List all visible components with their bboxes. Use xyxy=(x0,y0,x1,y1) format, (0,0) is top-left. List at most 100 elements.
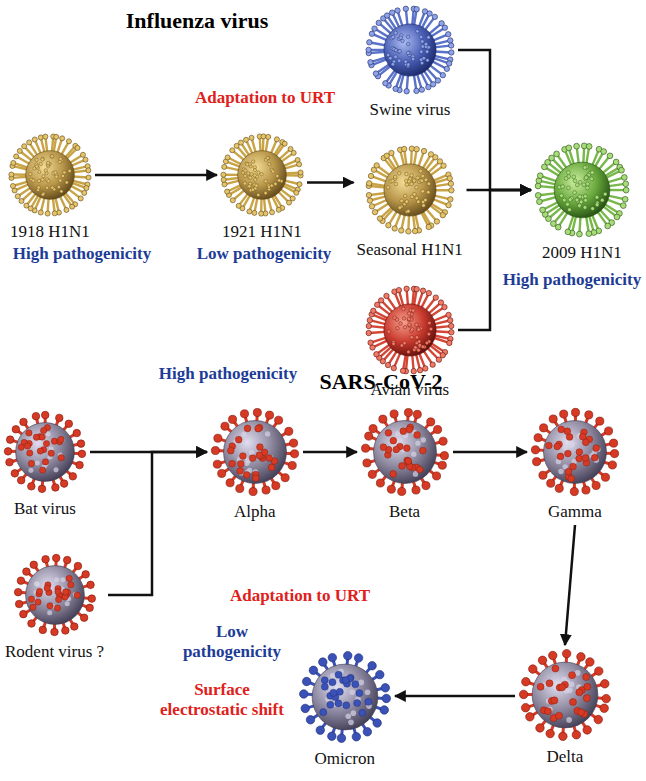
virus-part xyxy=(566,171,570,175)
virus-part xyxy=(519,649,610,740)
virus-part xyxy=(35,158,38,161)
virus-part xyxy=(291,150,296,155)
virus-part xyxy=(539,471,547,479)
virus-part xyxy=(411,309,415,313)
virus-part xyxy=(268,162,271,165)
virus-part xyxy=(42,175,45,178)
virus-part xyxy=(406,51,410,55)
virus-part xyxy=(363,459,371,467)
virus-part xyxy=(319,658,327,666)
virus-part xyxy=(412,228,417,233)
virus-part xyxy=(595,203,599,207)
virus-part xyxy=(264,180,267,183)
virus-part xyxy=(397,59,401,63)
virus-part xyxy=(608,189,626,191)
virus-part xyxy=(249,176,252,179)
virus-part xyxy=(59,157,62,160)
virus-part xyxy=(418,343,422,347)
virus-part xyxy=(4,448,12,456)
virus-part xyxy=(387,297,396,311)
virus-part xyxy=(384,293,389,298)
virus-part xyxy=(568,214,574,231)
virus-part xyxy=(72,175,87,178)
virus-part xyxy=(276,207,281,212)
virus-part xyxy=(259,211,264,216)
virus-part xyxy=(419,87,424,92)
virus-part xyxy=(15,600,23,608)
virus-part xyxy=(407,63,411,67)
evolution-arrow xyxy=(108,452,207,595)
virus-part xyxy=(424,42,428,46)
virus-part xyxy=(48,450,54,456)
virus-part xyxy=(398,11,403,27)
virus-part xyxy=(65,601,70,606)
virus-part xyxy=(393,446,400,453)
virus-part xyxy=(391,365,396,370)
virus-part xyxy=(60,195,67,209)
virus-illustration xyxy=(8,133,92,217)
virus-part xyxy=(403,354,406,370)
virus-part xyxy=(541,176,558,182)
virus-part xyxy=(274,182,277,185)
virus-part xyxy=(46,197,49,212)
virus-part xyxy=(577,147,579,164)
virus-part xyxy=(47,179,50,182)
virus-part xyxy=(591,230,597,236)
virus-part xyxy=(302,677,310,685)
virus-part xyxy=(393,175,397,179)
virus-part xyxy=(537,199,543,205)
virus-part xyxy=(420,50,424,54)
virus-part xyxy=(534,434,542,442)
virus-part xyxy=(268,197,272,212)
virus-part xyxy=(266,138,268,153)
virus-part xyxy=(590,177,594,181)
virus-part xyxy=(428,321,432,325)
virus-part xyxy=(601,149,607,155)
virus-part xyxy=(58,436,64,442)
virus-part xyxy=(68,582,74,588)
virus-illustration xyxy=(298,650,392,744)
adaptation-note: Adaptation to URT xyxy=(230,586,370,606)
virus-part xyxy=(63,171,66,174)
virus-part xyxy=(406,35,410,39)
virus-part xyxy=(406,426,413,433)
virus-part xyxy=(42,459,48,465)
virus-part xyxy=(417,348,421,352)
virus-part xyxy=(34,581,39,586)
virus-part xyxy=(63,589,69,595)
virus-part xyxy=(565,229,571,235)
virus-part xyxy=(420,288,425,293)
virus-part xyxy=(623,187,629,193)
virus-part xyxy=(285,427,293,435)
virus-part xyxy=(63,556,71,564)
virus-part xyxy=(403,325,407,329)
virus-part xyxy=(440,213,445,218)
virus-part xyxy=(261,134,266,139)
virus-part xyxy=(430,308,444,317)
virus-part xyxy=(300,652,391,743)
virus-name: Swine virus xyxy=(370,100,451,120)
virus-part xyxy=(12,173,27,176)
virus-part xyxy=(399,291,403,307)
virus-part xyxy=(595,667,603,675)
virus-part xyxy=(27,450,33,456)
virus-part xyxy=(255,184,258,187)
virus-part xyxy=(432,472,440,480)
virus-part xyxy=(60,190,63,193)
virus-part xyxy=(389,56,393,60)
virus-part xyxy=(446,202,451,207)
virus-part xyxy=(558,469,563,474)
virus-part xyxy=(14,154,19,159)
virus-part xyxy=(397,50,401,54)
virus-part xyxy=(9,134,91,216)
virus-part xyxy=(257,171,260,174)
virus-part xyxy=(42,192,45,195)
virus-part xyxy=(426,190,430,194)
virus-part xyxy=(29,172,32,175)
virus-part xyxy=(421,148,426,153)
virus-part xyxy=(367,318,372,323)
pathogenicity-note: High pathogenicity xyxy=(13,244,151,264)
virus-part xyxy=(244,137,249,142)
virus-part xyxy=(309,666,317,674)
